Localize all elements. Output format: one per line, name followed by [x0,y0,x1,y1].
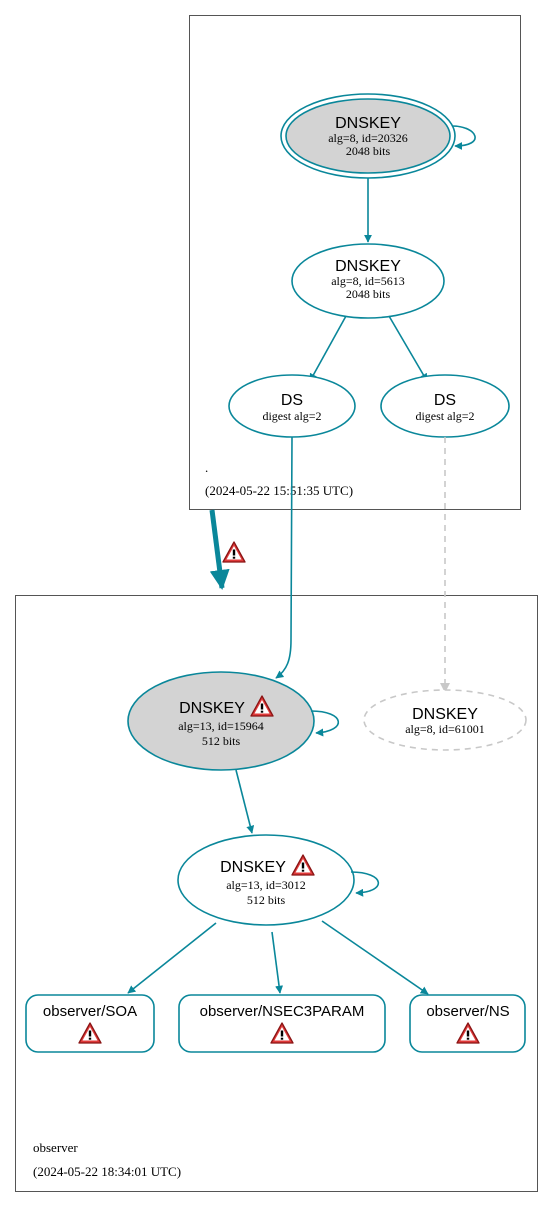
edge-zsk-ns [321,920,429,995]
observer-zsk-title: DNSKEY [220,859,286,876]
edge-root-zsk-ds1 [309,315,347,382]
root-zone-box [189,15,521,510]
edge-ds1-observer-ksk [275,436,293,679]
observer-ksk-self-loop [310,710,340,737]
ds2-node[interactable]: DS digest alg=2 [380,374,510,438]
rrset-ns-label: observer/NS [426,1003,509,1020]
rrset-soa-node[interactable]: observer/SOA [25,994,155,1053]
missing-dnskey-node[interactable]: DNSKEY alg=8, id=61001 [363,689,527,751]
rrset-nsec3param-node[interactable]: observer/NSEC3PARAM [178,994,386,1053]
observer-zsk-line2: 512 bits [247,893,286,907]
missing-dnskey-line1: alg=8, id=61001 [405,722,485,736]
ds1-title: DS [281,392,303,409]
ds2-line1: digest alg=2 [415,409,474,423]
observer-ksk-line2: 512 bits [202,734,241,748]
ds1-node[interactable]: DS digest alg=2 [228,374,356,438]
root-zsk-node[interactable]: DNSKEY alg=8, id=5613 2048 bits [291,243,445,319]
observer-zsk-node[interactable]: DNSKEY alg=13, id=3012 512 bits [177,834,355,926]
rrset-soa-label: observer/SOA [43,1003,137,1020]
rrset-ns-node[interactable]: observer/NS [409,994,526,1053]
observer-zsk-self-loop [350,871,380,897]
edge-observer-ksk-zsk [235,769,255,834]
ds1-line1: digest alg=2 [262,409,321,423]
observer-ksk-line1: alg=13, id=15964 [178,719,264,733]
observer-zone-name: observer [33,1140,78,1155]
root-zsk-title: DNSKEY [335,258,401,275]
root-ksk-title: DNSKEY [335,115,401,132]
root-ksk-line2: 2048 bits [346,144,391,158]
observer-zsk-line1: alg=13, id=3012 [226,878,306,892]
observer-zone-box [15,595,538,1192]
ds2-title: DS [434,392,456,409]
missing-dnskey-title: DNSKEY [412,706,478,723]
root-zsk-line2: 2048 bits [346,287,391,301]
root-zone-name: . [205,460,208,475]
edge-zsk-soa [127,922,217,994]
observer-zone-timestamp: (2024-05-22 18:34:01 UTC) [33,1164,181,1179]
observer-ksk-node[interactable]: DNSKEY alg=13, id=15964 512 bits [127,671,315,771]
root-ksk-node[interactable]: DNSKEY alg=8, id=20326 2048 bits [280,93,456,179]
root-ksk-self-loop [451,125,476,150]
edge-zsk-nsec3param [271,931,284,994]
rrset-nsec3param-label: observer/NSEC3PARAM [200,1003,365,1020]
root-zsk-line1: alg=8, id=5613 [331,274,405,288]
root-ksk-line1: alg=8, id=20326 [328,131,408,145]
root-zone-timestamp: (2024-05-22 15:51:35 UTC) [205,483,353,498]
edge-root-zsk-ds2 [388,315,428,382]
observer-ksk-title: DNSKEY [179,700,245,717]
delegation-warning-icon [222,541,246,563]
delegation-edge [209,509,230,590]
